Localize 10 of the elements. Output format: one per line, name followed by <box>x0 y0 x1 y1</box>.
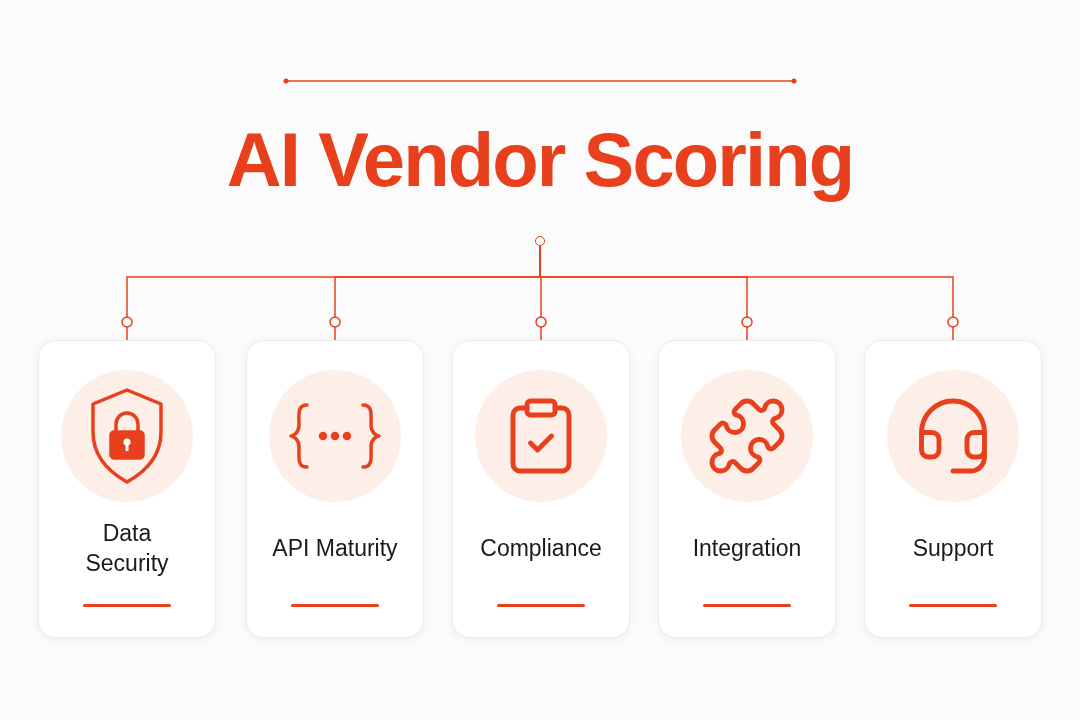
card-label: API Maturity <box>272 534 398 563</box>
category-card <box>38 340 216 638</box>
category-card <box>452 340 630 638</box>
card-label: Data Security <box>84 519 170 578</box>
category-card <box>658 340 836 638</box>
card-label: Support <box>912 534 994 563</box>
card-label: Integration <box>692 534 802 563</box>
category-card <box>864 340 1042 638</box>
category-card <box>246 340 424 638</box>
card-label: Compliance <box>480 534 602 563</box>
